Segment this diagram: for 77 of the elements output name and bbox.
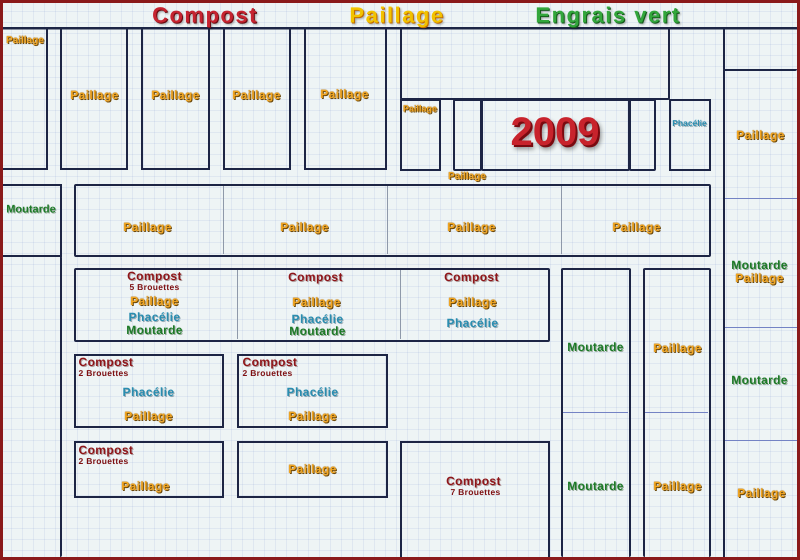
bed-label: Paillage [130,294,179,306]
legend-label: Compost [152,2,258,28]
bed-label: Paillage [736,129,785,141]
garden-bed [561,268,631,557]
bed-label: Paillage [653,480,702,492]
garden-bed [74,268,550,342]
bed-label: Paillage [612,220,661,232]
bed-label: Paillage [737,487,786,499]
garden-bed [669,99,711,171]
bed-label: Paillage [447,220,496,232]
bed-label: Compost [444,270,499,282]
quantity-label: 2 Brouettes [78,368,129,377]
bed-label: Paillage [292,296,341,308]
bed-label: Paillage [124,410,173,422]
bed-label: Moutarde [567,480,624,492]
garden-bed [141,27,210,170]
bed-label: Paillage [448,296,497,308]
garden-bed [237,354,388,428]
bed-label: Phacélie [286,386,338,398]
garden-bed [723,198,797,328]
bed-label: Paillage [123,220,172,232]
bed-label: Moutarde [731,259,788,271]
bed-label: Moutarde [6,204,56,215]
legend-label: Engrais vert [535,2,681,28]
bed-label: Paillage [70,88,119,100]
bed-label: Paillage [6,36,44,46]
bed-label: Paillage [280,220,329,232]
garden-bed [74,354,224,428]
bed-label: Paillage [288,410,337,422]
bed-label: Paillage [448,172,486,182]
garden-bed [400,27,670,100]
bed-label: Phacélie [292,312,344,324]
garden-bed [74,184,711,257]
bed-label: Paillage [151,88,200,100]
legend-label: Paillage [349,2,445,28]
bed-label: Paillage [288,462,337,474]
year-title: 2009 [510,109,600,155]
bed-label: Paillage [121,480,170,492]
bed-label: Phacélie [446,316,498,328]
bed-label: Compost [78,444,134,456]
garden-bed [74,441,224,498]
garden-bed [481,99,630,171]
garden-bed [3,184,62,257]
bed-label: Phacélie [672,118,707,127]
garden-bed [723,27,797,71]
garden-bed [400,99,441,171]
garden-bed [643,268,711,557]
bed-label: Compost [242,356,298,368]
quantity-label: 5 Brouettes [129,282,180,291]
bed-label: Phacélie [122,386,174,398]
bed-label: Moutarde [289,324,346,336]
garden-bed [400,441,550,557]
garden-bed [3,27,48,170]
bed-label: Moutarde [126,324,183,336]
quantity-label: 2 Brouettes [78,456,129,465]
bed-label: Compost [78,356,134,368]
bed-label: Paillage [735,272,784,284]
bed-label: Moutarde [731,374,788,386]
garden-bed [237,441,388,498]
bed-label: Compost [127,270,182,282]
garden-bed [723,327,797,441]
bed-label: Compost [446,474,501,486]
bed-label: Paillage [320,88,369,100]
quantity-label: 7 Brouettes [450,487,501,496]
garden-bed [453,99,482,171]
bed-label: Moutarde [567,340,624,352]
bed-label: Paillage [232,88,281,100]
garden-bed [629,99,656,171]
bed-label: Phacélie [128,311,180,323]
bed-label: Paillage [653,342,702,354]
garden-bed [223,27,291,170]
garden-bed [60,27,128,170]
quantity-label: 2 Brouettes [242,368,293,377]
garden-bed [304,27,387,170]
bed-label: Paillage [402,104,438,113]
bed-label: Compost [288,270,343,282]
garden-bed [723,70,797,199]
